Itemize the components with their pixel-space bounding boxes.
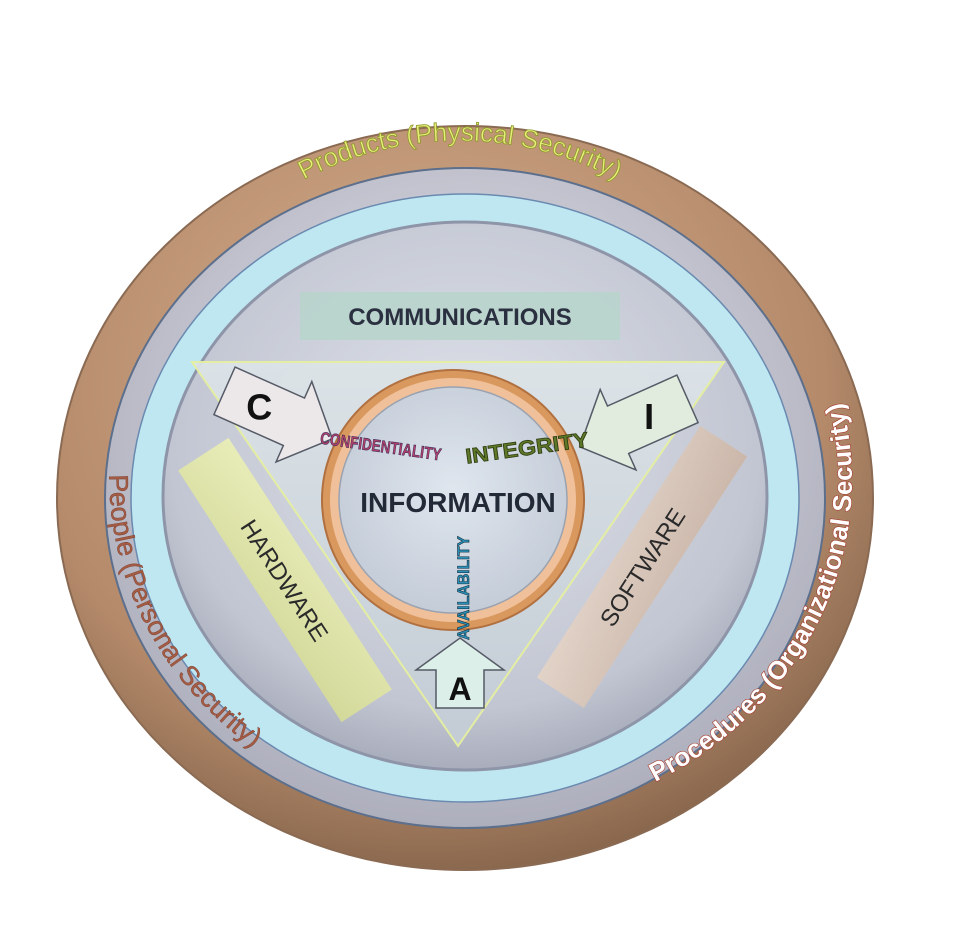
availability-arrow: A [413,637,507,709]
information-circle [338,386,568,614]
communications-label: COMMUNICATIONS [348,304,572,331]
availability-label: AVAILABILITY [454,535,473,640]
c-letter: C [246,386,272,427]
information-label: INFORMATION [360,487,555,518]
a-letter: A [448,671,471,707]
communications-box [300,292,620,340]
i-letter: I [644,396,654,437]
confidentiality-arrow: C [212,366,334,464]
integrity-arrow: I [578,374,700,472]
